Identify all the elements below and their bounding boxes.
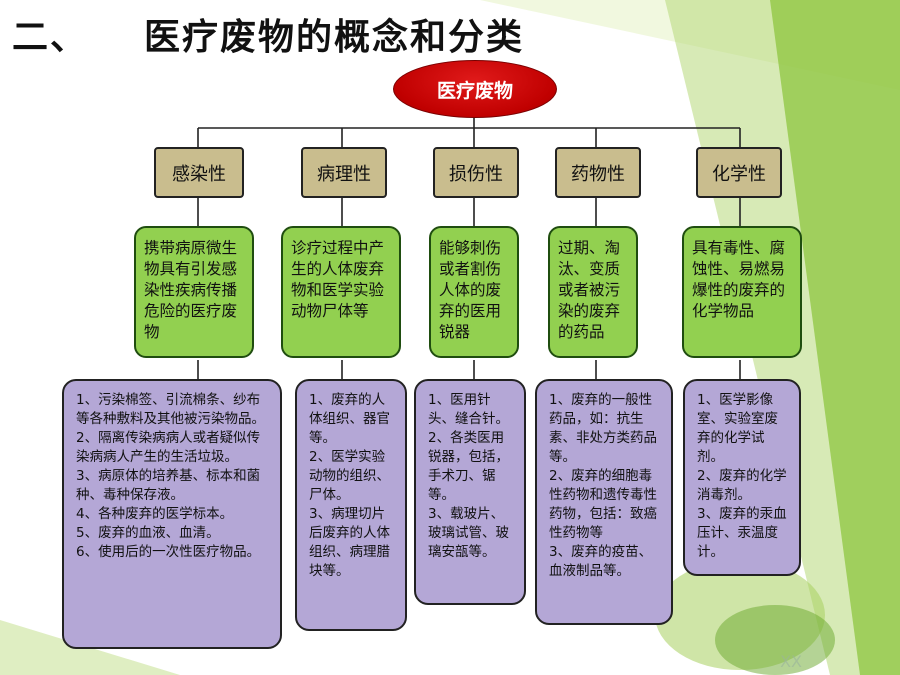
examples-injurious: 1、医用针头、缝合针。 2、各类医用锐器，包括，手术刀、锯等。 3、载玻片、玻璃… — [414, 379, 526, 605]
example-item: 1、废弃的人体组织、器官等。 — [309, 392, 390, 446]
example-item: 2、医学实验动物的组织、尸体。 — [309, 449, 390, 503]
category-label: 药物性 — [571, 163, 625, 185]
example-item: 1、医学影像室、实验室废弃的化学试剂。 — [697, 392, 778, 465]
examples-infectious: 1、污染棉签、引流棉条、纱布等各种敷料及其他被污染物品。 2、隔离传染病病人或者… — [62, 379, 282, 649]
category-infectious: 感染性 — [154, 147, 244, 198]
example-item: 2、废弃的细胞毒性药物和遗传毒性药物，包括：致癌性药物等 — [549, 468, 657, 541]
example-item: 3、病理切片后废弃的人体组织、病理腊块等。 — [309, 506, 390, 579]
example-item: 5、废弃的血液、血清。 — [76, 525, 220, 541]
title-text: 医疗废物的概念和分类 — [144, 16, 525, 58]
category-injurious: 损伤性 — [433, 147, 519, 198]
title-number: 二、 — [12, 16, 89, 58]
example-item: 3、载玻片、玻璃试管、玻璃安瓿等。 — [428, 506, 509, 560]
category-label: 化学性 — [712, 163, 766, 185]
example-item: 1、医用针头、缝合针。 — [428, 392, 509, 427]
example-item: 1、废弃的一般性药品，如：抗生素、非处方类药品等。 — [549, 392, 657, 465]
examples-pathological: 1、废弃的人体组织、器官等。 2、医学实验动物的组织、尸体。 3、病理切片后废弃… — [295, 379, 407, 631]
example-item: 4、各种废弃的医学标本。 — [76, 506, 234, 522]
category-label: 感染性 — [172, 163, 226, 185]
slide-title: 二、 医疗废物的概念和分类 — [12, 8, 524, 60]
example-item: 1、污染棉签、引流棉条、纱布等各种敷料及其他被污染物品。 — [76, 392, 265, 427]
category-pharmaceutical: 药物性 — [555, 147, 641, 198]
definition-chemical: 具有毒性、腐蚀性、易燃易爆性的废弃的化学物品 — [682, 226, 802, 358]
category-label: 损伤性 — [449, 163, 503, 185]
watermark-logo: XX — [780, 652, 802, 671]
examples-pharmaceutical: 1、废弃的一般性药品，如：抗生素、非处方类药品等。 2、废弃的细胞毒性药物和遗传… — [535, 379, 673, 625]
definition-infectious: 携带病原微生物具有引发感染性疾病传播危险的医疗废物 — [134, 226, 254, 358]
example-item: 3、病原体的培养基、标本和菌种、毒种保存液。 — [76, 468, 261, 503]
category-chemical: 化学性 — [696, 147, 782, 198]
example-item: 3、废弃的汞血压计、汞温度计。 — [697, 506, 787, 560]
definition-pathological: 诊疗过程中产生的人体废弃物和医学实验动物尸体等 — [281, 226, 401, 358]
examples-chemical: 1、医学影像室、实验室废弃的化学试剂。 2、废弃的化学消毒剂。 3、废弃的汞血压… — [683, 379, 801, 576]
definition-pharmaceutical: 过期、淘汰、变质或者被污染的废弃的药品 — [548, 226, 638, 358]
root-label: 医疗废物 — [436, 79, 513, 102]
example-item: 2、隔离传染病病人或者疑似传染病病人产生的生活垃圾。 — [76, 430, 261, 465]
root-node-medical-waste: 医疗废物 — [393, 60, 557, 118]
example-item: 2、废弃的化学消毒剂。 — [697, 468, 787, 503]
definition-injurious: 能够刺伤或者割伤人体的废弃的医用锐器 — [429, 226, 519, 358]
category-label: 病理性 — [317, 163, 371, 185]
example-item: 6、使用后的一次性医疗物品。 — [76, 544, 261, 560]
category-pathological: 病理性 — [301, 147, 387, 198]
example-item: 3、废弃的疫苗、血液制品等。 — [549, 544, 653, 579]
example-item: 2、各类医用锐器，包括，手术刀、锯等。 — [428, 430, 509, 503]
